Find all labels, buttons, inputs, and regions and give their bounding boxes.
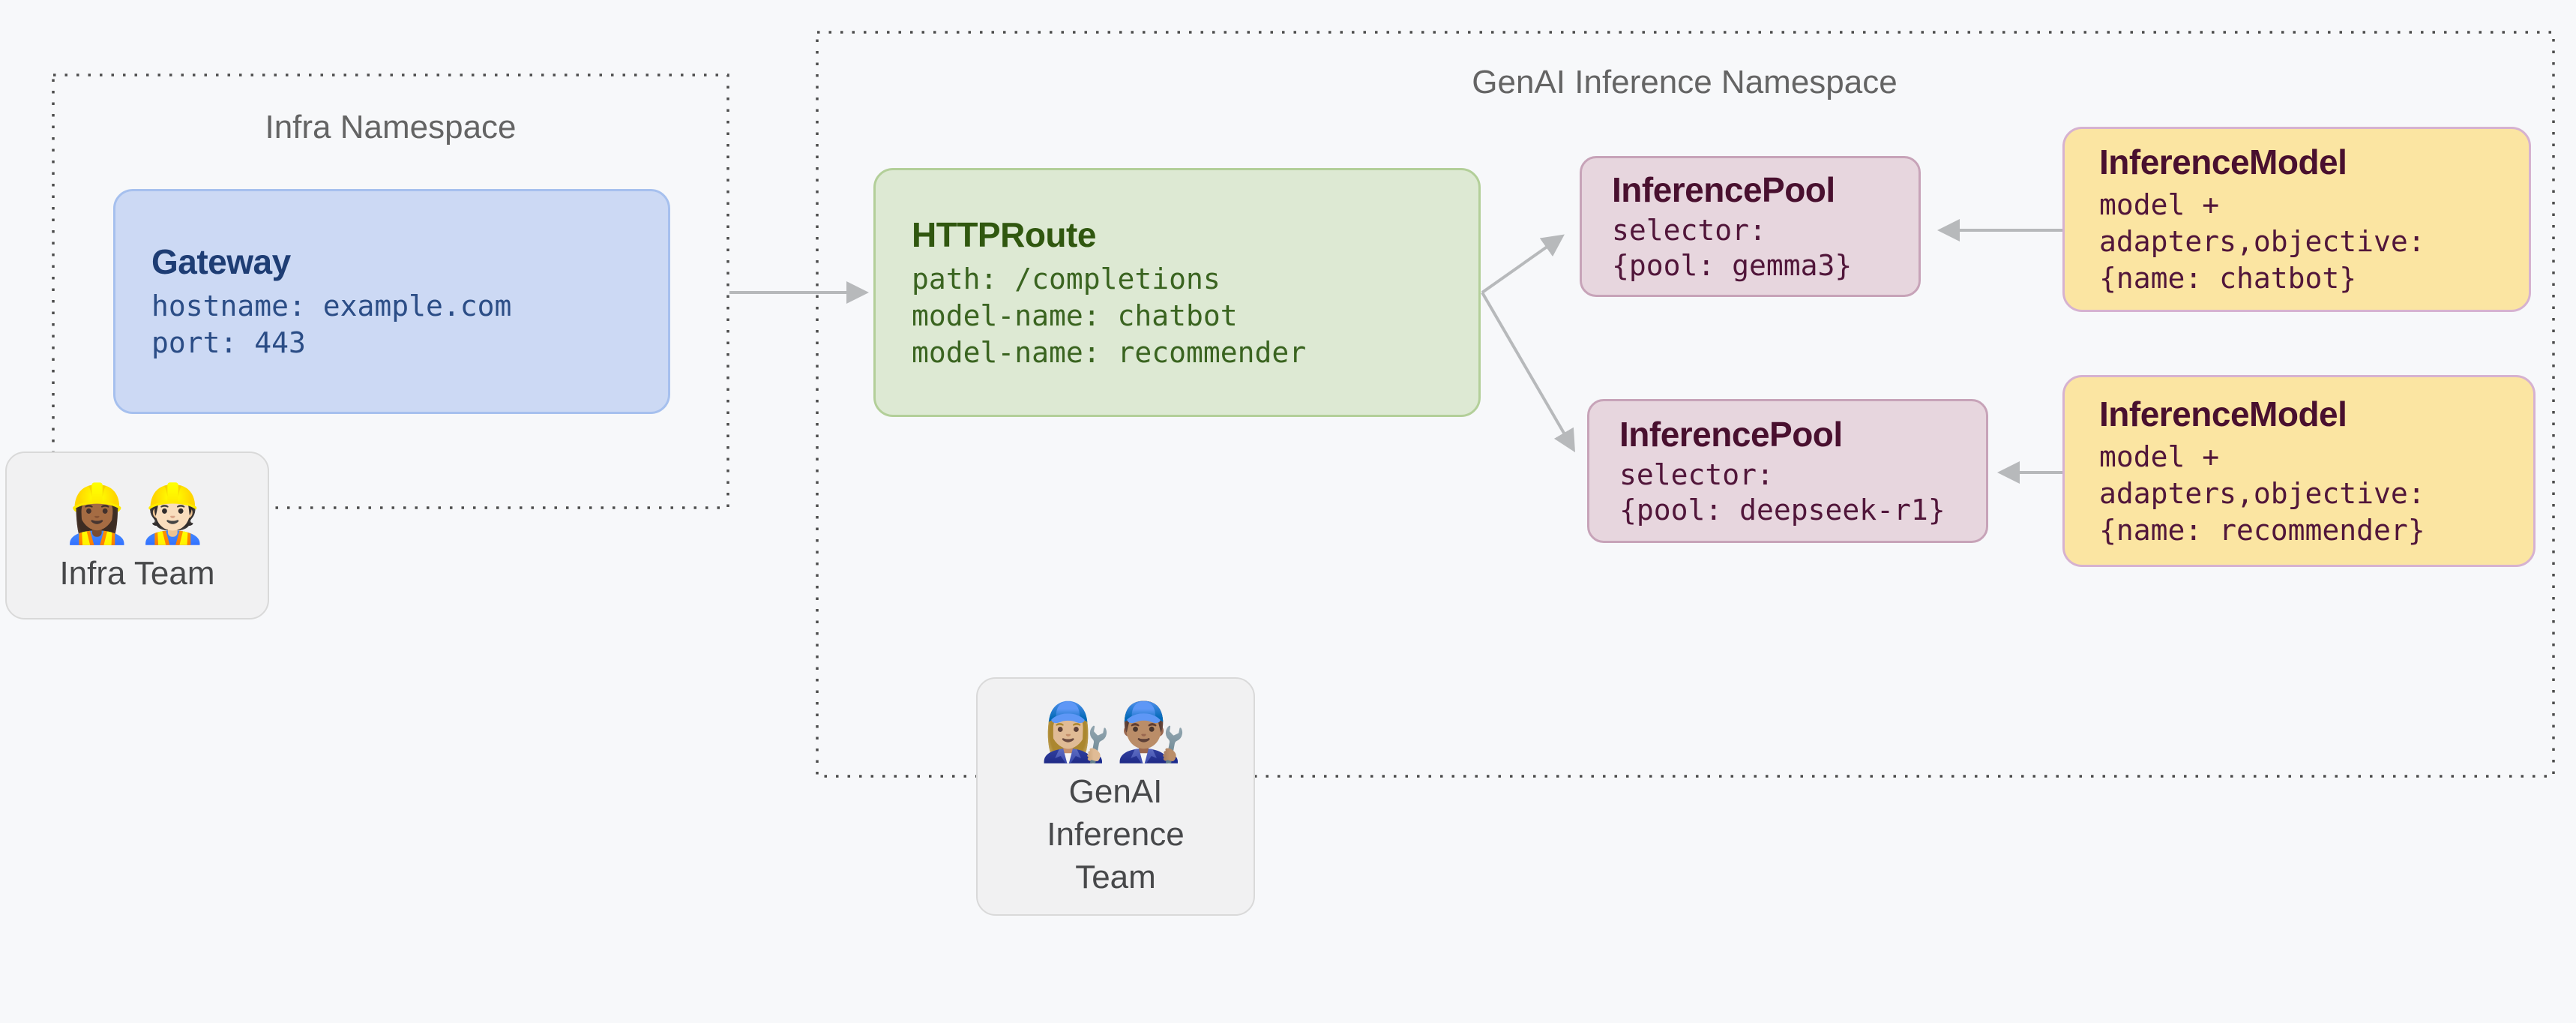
arrow-httproute-to-pool-gemma3: [1481, 234, 1565, 294]
inferencemodel-recommender-title: InferenceModel: [2099, 394, 2347, 434]
inferencemodel-chatbot-node: InferenceModel model + adapters,objectiv…: [2062, 127, 2531, 312]
inferencepool-gemma3-title: InferencePool: [1612, 170, 1835, 209]
infra-team-node: 👷🏾‍♀️👷🏻 Infra Team: [5, 452, 269, 620]
inferencepool-deepseek-node: InferencePool selector: {pool: deepseek-…: [1587, 399, 1988, 543]
httproute-node: HTTPRoute path: /completions model-name:…: [873, 168, 1481, 417]
mechanics-icon: 👩🏼‍🔧👨🏽‍🔧: [1040, 700, 1191, 764]
httproute-node-line: model-name: recommender: [912, 335, 1307, 369]
inferencepool-gemma3-line: selector:: [1612, 214, 1766, 247]
inferencemodel-recommender-line: model +: [2099, 440, 2220, 473]
gateway-node-line: port: 443: [151, 326, 306, 359]
inferencemodel-chatbot-title: InferenceModel: [2099, 142, 2347, 182]
inferencemodel-recommender-node: InferenceModel model + adapters,objectiv…: [2062, 375, 2536, 567]
httproute-node-line: path: /completions: [912, 262, 1221, 296]
genai-namespace-border: [816, 31, 2555, 778]
inferencemodel-chatbot-line: {name: chatbot}: [2099, 262, 2357, 295]
httproute-node-line: model-name: chatbot: [912, 298, 1238, 332]
inferencepool-deepseek-line: {pool: deepseek-r1}: [1619, 494, 1945, 526]
inferencepool-gemma3-line: {pool: gemma3}: [1612, 249, 1853, 282]
gateway-node: Gateway hostname: example.com port: 443: [113, 189, 670, 414]
genai-namespace-title: GenAI Inference Namespace: [1472, 64, 1898, 100]
gateway-node-title: Gateway: [151, 242, 291, 281]
gateway-node-line: hostname: example.com: [151, 290, 512, 322]
infra-namespace-title: Infra Namespace: [265, 109, 517, 146]
inferencemodel-recommender-line: adapters,objective:: [2099, 476, 2425, 510]
inferencepool-gemma3-node: InferencePool selector: {pool: gemma3}: [1580, 156, 1921, 297]
inferencepool-deepseek-title: InferencePool: [1619, 415, 1843, 454]
construction-workers-icon: 👷🏾‍♀️👷🏻: [61, 482, 213, 546]
genai-inference-team-label: GenAI Inference Team: [1047, 772, 1185, 896]
infra-namespace-border: [52, 74, 729, 509]
inferencemodel-recommender-line: {name: recommender}: [2099, 513, 2425, 547]
httproute-node-title: HTTPRoute: [912, 214, 1096, 254]
inferencemodel-chatbot-line: adapters,objective:: [2099, 225, 2425, 258]
inferencemodel-chatbot-line: model +: [2099, 188, 2220, 221]
arrow-httproute-to-pool-deepseek: [1481, 291, 1576, 453]
inferencepool-deepseek-line: selector:: [1619, 458, 1774, 491]
genai-inference-team-node: 👩🏼‍🔧👨🏽‍🔧 GenAI Inference Team: [976, 677, 1255, 916]
infra-team-label: Infra Team: [59, 554, 215, 592]
